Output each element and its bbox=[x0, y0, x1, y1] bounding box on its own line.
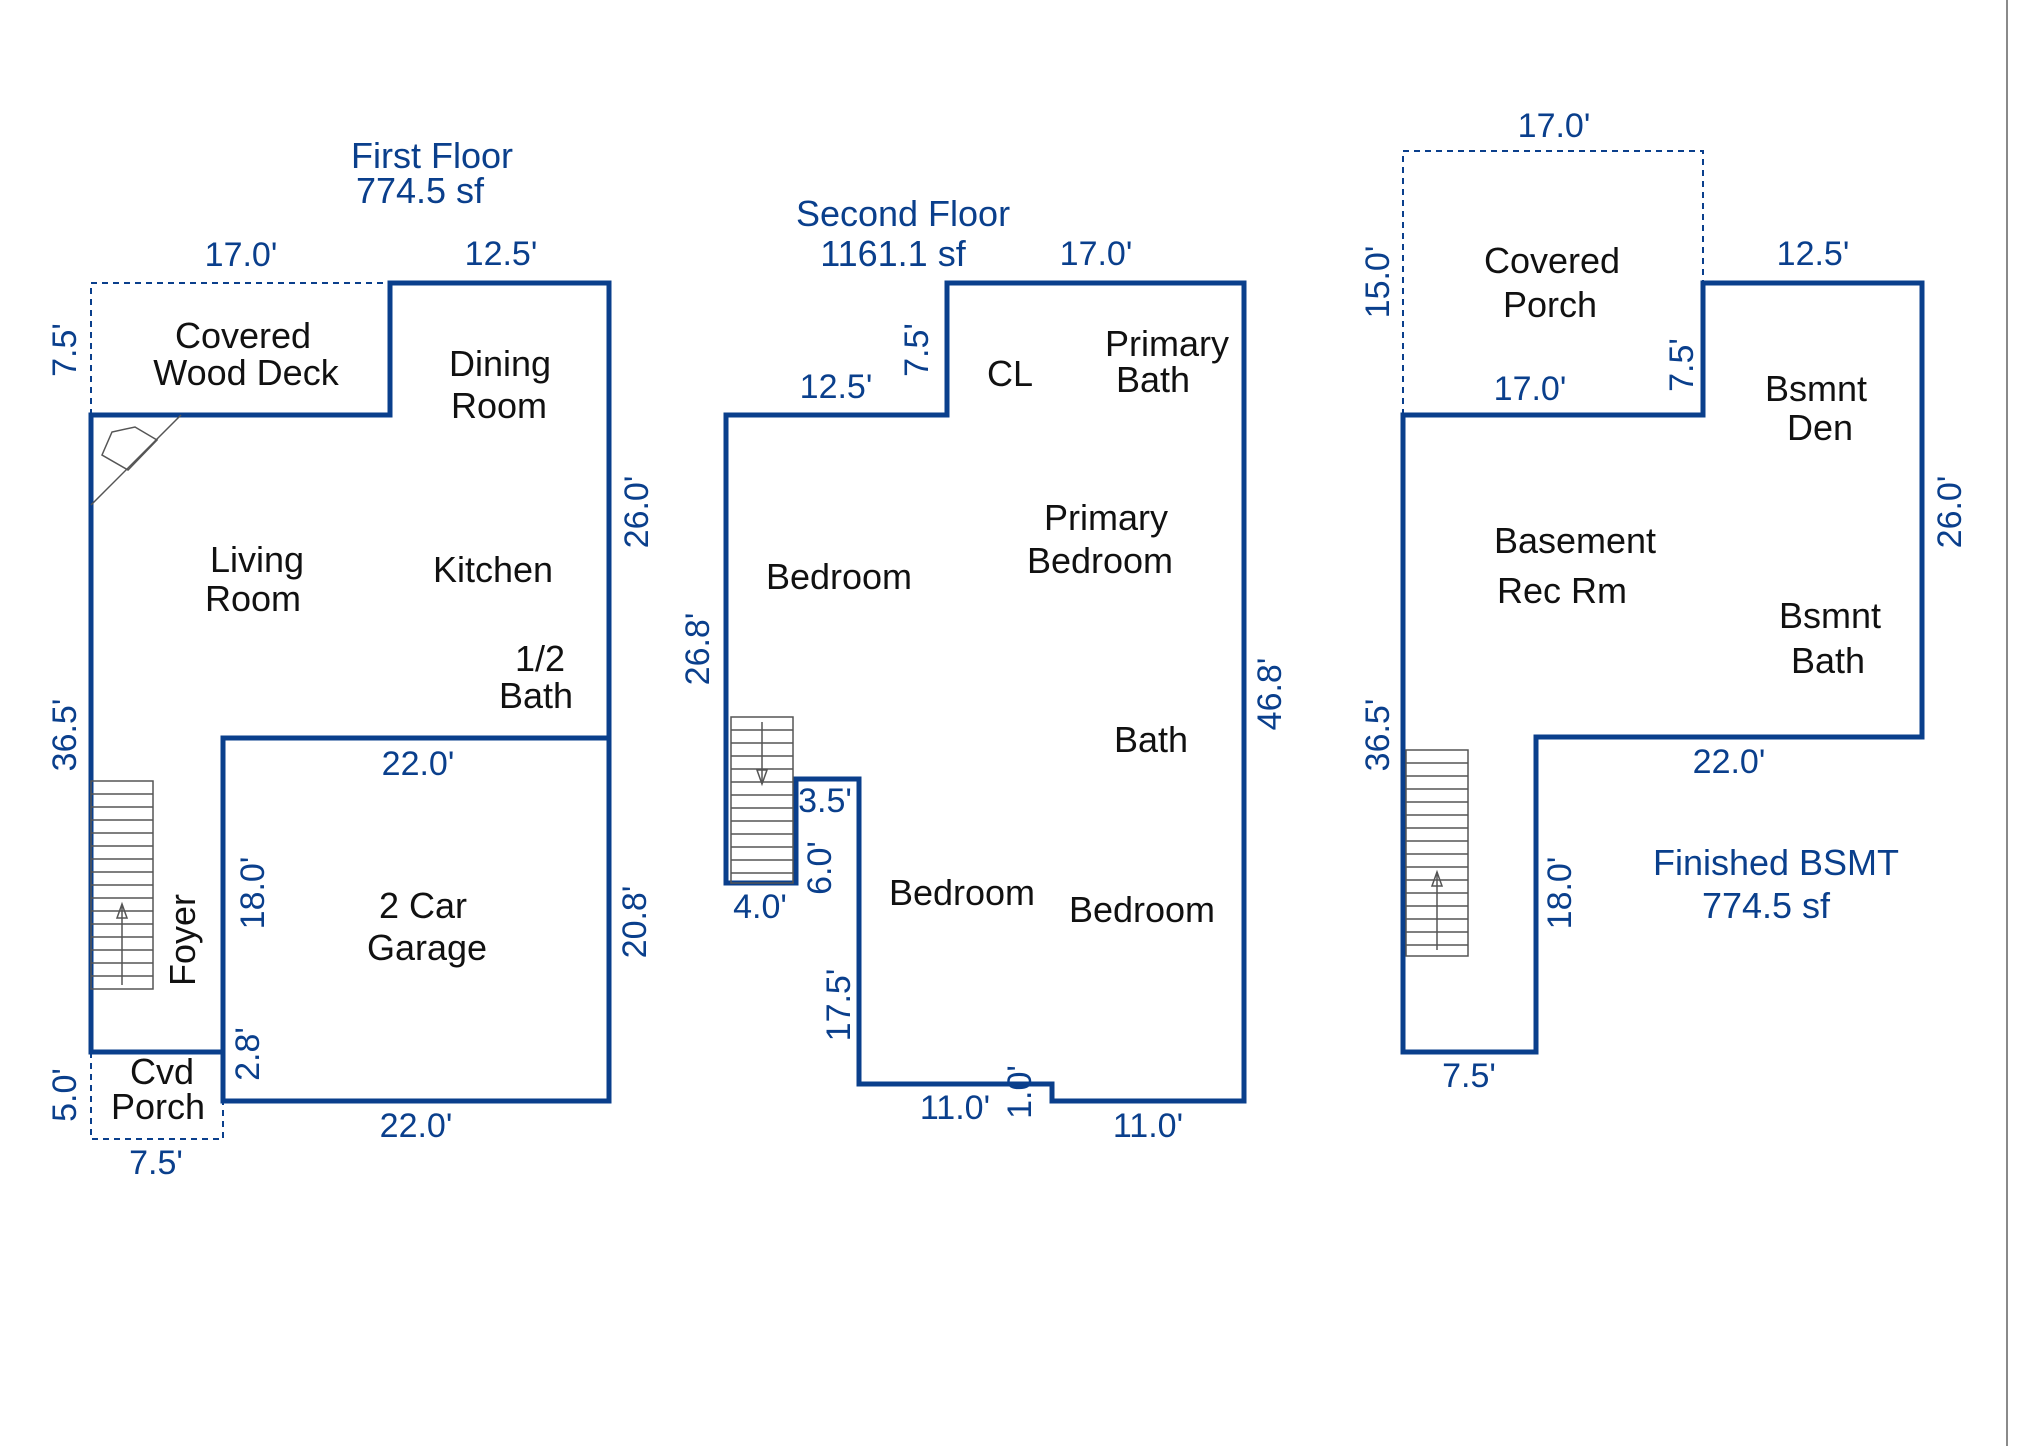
room-foyer: Foyer bbox=[162, 894, 203, 986]
room-bsmt-covered-porch-line2: Porch bbox=[1503, 284, 1597, 325]
dim-first-right-upper: 26.0' bbox=[618, 476, 656, 549]
basement-walls bbox=[1400, 280, 1925, 1055]
dim-second-notch-side: 6.0' bbox=[801, 841, 839, 895]
room-covered-wood-deck-line1: Covered bbox=[175, 315, 311, 356]
room-cvd-porch-line2: Porch bbox=[111, 1086, 205, 1127]
dim-second-bottom-left: 11.0' bbox=[920, 1089, 990, 1127]
room-bsmnt-den-line2: Den bbox=[1787, 407, 1853, 448]
room-bedroom-1: Bedroom bbox=[766, 556, 912, 597]
dim-bsmt-lower-inner: 18.0' bbox=[1541, 857, 1579, 930]
room-dining-room-line2: Room bbox=[451, 385, 547, 426]
room-bedroom-2: Bedroom bbox=[889, 872, 1035, 913]
first-floor-stairs bbox=[90, 780, 154, 990]
dim-second-jog: 1.0' bbox=[1001, 1065, 1039, 1119]
dim-second-lower-left: 17.5' bbox=[820, 969, 858, 1042]
dim-second-bottom-right: 11.0' bbox=[1113, 1107, 1183, 1145]
dim-first-porch-bottom: 7.5' bbox=[129, 1144, 183, 1182]
room-bsmnt-den-line1: Bsmnt bbox=[1765, 368, 1867, 409]
room-living-room-line2: Room bbox=[205, 578, 301, 619]
dim-first-left-main: 36.5' bbox=[46, 699, 84, 772]
room-rec-line2: Rec Rm bbox=[1497, 570, 1627, 611]
room-kitchen: Kitchen bbox=[433, 549, 553, 590]
basement-plan: Covered Porch Bsmnt Den Basement Rec Rm … bbox=[1359, 107, 1969, 1095]
room-covered-wood-deck-line2: Wood Deck bbox=[153, 352, 339, 393]
dim-second-left-step-top: 12.5' bbox=[800, 368, 873, 406]
dim-bsmt-lower-top: 22.0' bbox=[1693, 743, 1766, 781]
basement-area: 774.5 sf bbox=[1702, 885, 1831, 926]
room-bsmt-covered-porch-line1: Covered bbox=[1484, 240, 1620, 281]
dim-first-deck-top: 17.0' bbox=[205, 236, 278, 274]
dim-second-stair-bottom: 4.0' bbox=[733, 888, 787, 926]
room-primary-bath-line2: Bath bbox=[1116, 359, 1190, 400]
basement-stairs bbox=[1405, 749, 1469, 957]
room-living-room-line1: Living bbox=[210, 539, 304, 580]
second-floor-plan: Second Floor 1161.1 sf CL Primary Bath P… bbox=[679, 193, 1289, 1145]
dim-second-top: 17.0' bbox=[1060, 235, 1133, 273]
room-bedroom-3: Bedroom bbox=[1069, 889, 1215, 930]
second-floor-walls bbox=[723, 280, 1247, 1104]
room-bsmnt-bath-line1: Bsmnt bbox=[1779, 595, 1881, 636]
room-bsmnt-bath-line2: Bath bbox=[1791, 640, 1865, 681]
room-garage-line2: Garage bbox=[367, 927, 487, 968]
first-floor-plan: First Floor 774.5 sf bbox=[46, 135, 656, 1182]
room-primary-bedroom-line1: Primary bbox=[1044, 497, 1168, 538]
room-garage-line1: 2 Car bbox=[379, 885, 467, 926]
dim-first-porch-right: 2.8' bbox=[229, 1027, 267, 1081]
dim-first-dining-top: 12.5' bbox=[465, 235, 538, 273]
dim-bsmt-porch-right: 7.5' bbox=[1663, 338, 1701, 392]
fireplace-icon bbox=[101, 426, 159, 471]
dim-second-notch-top: 3.5' bbox=[798, 782, 852, 820]
first-floor-left-wall bbox=[88, 412, 226, 1055]
room-closet: CL bbox=[987, 353, 1033, 394]
dim-second-right: 46.8' bbox=[1251, 658, 1289, 731]
second-floor-area: 1161.1 sf bbox=[820, 233, 966, 274]
room-half-bath-line2: Bath bbox=[499, 675, 573, 716]
first-floor-title: First Floor bbox=[351, 135, 513, 176]
room-dining-room-line1: Dining bbox=[449, 343, 551, 384]
room-primary-bedroom-line2: Bedroom bbox=[1027, 540, 1173, 581]
dim-bsmt-right: 26.0' bbox=[1931, 476, 1969, 549]
first-covered-deck-outline bbox=[90, 282, 390, 415]
dim-second-step-height: 7.5' bbox=[898, 323, 936, 377]
dim-first-porch-left: 5.0' bbox=[46, 1068, 84, 1122]
room-primary-bath-line1: Primary bbox=[1105, 323, 1229, 364]
room-half-bath-line1: 1/2 bbox=[515, 638, 565, 679]
basement-title: Finished BSMT bbox=[1653, 842, 1899, 883]
first-floor-walls bbox=[88, 280, 612, 1104]
bsmt-covered-porch-outline bbox=[1402, 150, 1704, 415]
dim-second-left: 26.8' bbox=[679, 613, 717, 686]
dim-bsmt-bottom: 7.5' bbox=[1442, 1057, 1496, 1095]
second-floor-stairs bbox=[730, 716, 794, 884]
dim-bsmt-porch-left: 15.0' bbox=[1359, 246, 1397, 319]
room-cvd-porch-line1: Cvd bbox=[130, 1051, 194, 1092]
dim-first-deck-left: 7.5' bbox=[46, 323, 84, 377]
dim-first-garage-left: 18.0' bbox=[234, 857, 272, 930]
page-right-border bbox=[2006, 0, 2008, 1446]
dim-bsmt-porch-top: 17.0' bbox=[1518, 107, 1591, 145]
dim-first-garage-top: 22.0' bbox=[382, 745, 455, 783]
room-bath: Bath bbox=[1114, 719, 1188, 760]
dim-bsmt-left: 36.5' bbox=[1359, 699, 1397, 772]
dim-first-garage-right: 20.8' bbox=[616, 886, 654, 959]
first-floor-area: 774.5 sf bbox=[356, 170, 485, 211]
fireplace-diagonal bbox=[90, 414, 182, 506]
dim-bsmt-porch-bottom: 17.0' bbox=[1494, 370, 1567, 408]
second-floor-title: Second Floor bbox=[796, 193, 1010, 234]
dim-bsmt-den-top: 12.5' bbox=[1777, 235, 1850, 273]
room-rec-line1: Basement bbox=[1494, 520, 1656, 561]
dim-first-garage-bottom: 22.0' bbox=[380, 1107, 453, 1145]
